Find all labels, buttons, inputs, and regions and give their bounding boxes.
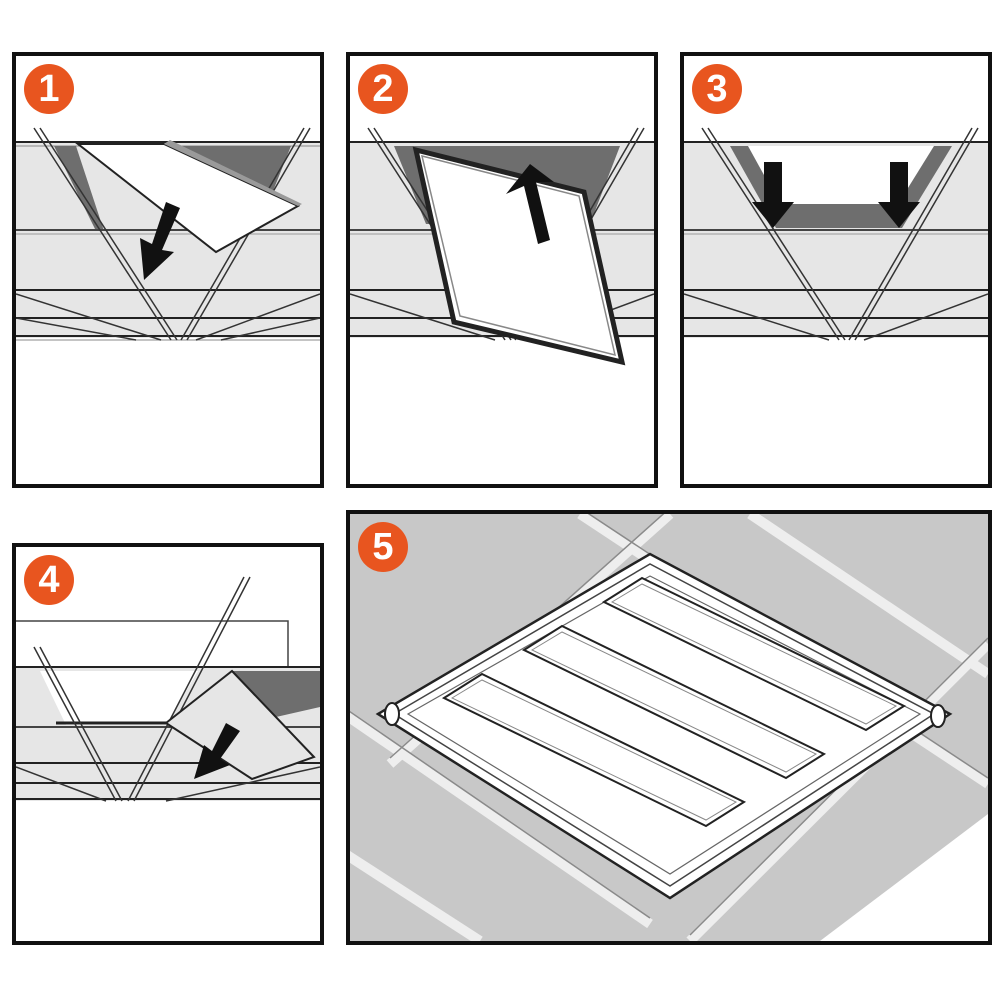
step-5-panel: 5	[346, 510, 992, 945]
step-4-illustration	[16, 547, 320, 941]
step-5-badge: 5	[358, 522, 408, 572]
step-5-illustration	[350, 514, 988, 941]
step-1-illustration	[16, 56, 320, 484]
step-3-badge: 3	[692, 64, 742, 114]
step-3-panel: 3	[680, 52, 992, 488]
step-2-illustration	[350, 56, 654, 484]
step-4-panel: 4	[12, 543, 324, 945]
step-2-panel: 2	[346, 52, 658, 488]
step-3-illustration	[684, 56, 988, 484]
step-4-badge: 4	[24, 555, 74, 605]
step-2-badge: 2	[358, 64, 408, 114]
step-1-badge: 1	[24, 64, 74, 114]
step-1-panel: 1	[12, 52, 324, 488]
